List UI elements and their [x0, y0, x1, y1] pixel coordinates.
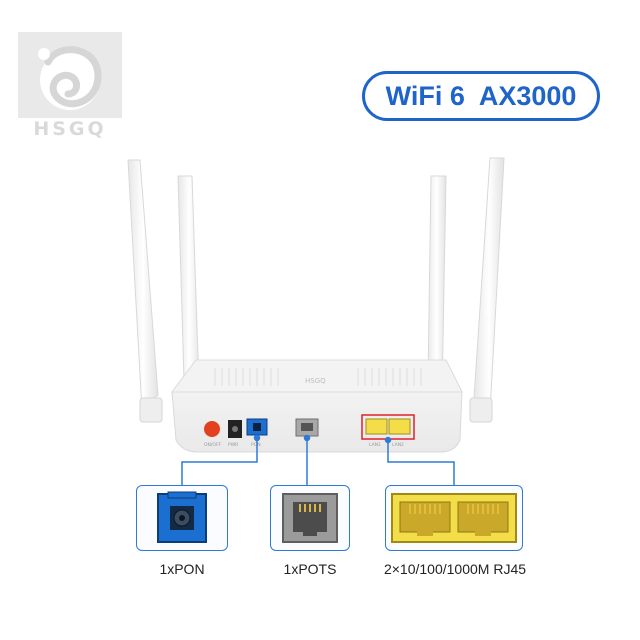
pots-port [295, 418, 319, 437]
pon-port [246, 418, 268, 436]
label-pon: PON [251, 442, 261, 448]
callout-pots [270, 485, 350, 551]
wifi-standard-label: WiFi 6 AX3000 [385, 80, 577, 111]
callout-leaders [181, 434, 455, 485]
power-button [204, 421, 220, 437]
label-onoff: ON/OFF [204, 442, 222, 448]
hsgq-logo [18, 32, 122, 118]
caption-pon: 1xPON [159, 561, 205, 577]
brand-name: HSGQ [33, 118, 107, 140]
label-pwr: PWR [228, 442, 238, 448]
label-lan1: LAN1 [369, 442, 381, 448]
callout-pon [136, 485, 228, 551]
router-body: HSGQ [171, 359, 463, 453]
lan-ports-highlight [361, 414, 415, 440]
label-lan2: LAN2 [392, 442, 404, 448]
antenna-right-outer [469, 157, 505, 423]
router-brand-print: HSGQ [305, 377, 326, 385]
wifi-standard-badge: WiFi 6 AX3000 [362, 71, 600, 121]
caption-lan: 2×10/100/1000M RJ45 [383, 561, 527, 577]
pon-sc-port-icon [157, 491, 207, 543]
rj45-ethernet-port-icon [391, 493, 517, 543]
dc-power-jack [228, 420, 242, 438]
callout-lan [385, 485, 523, 551]
caption-pots: 1xPOTS [283, 561, 337, 577]
antenna-left-outer [127, 159, 163, 423]
rj11-phone-port-icon [282, 493, 338, 543]
